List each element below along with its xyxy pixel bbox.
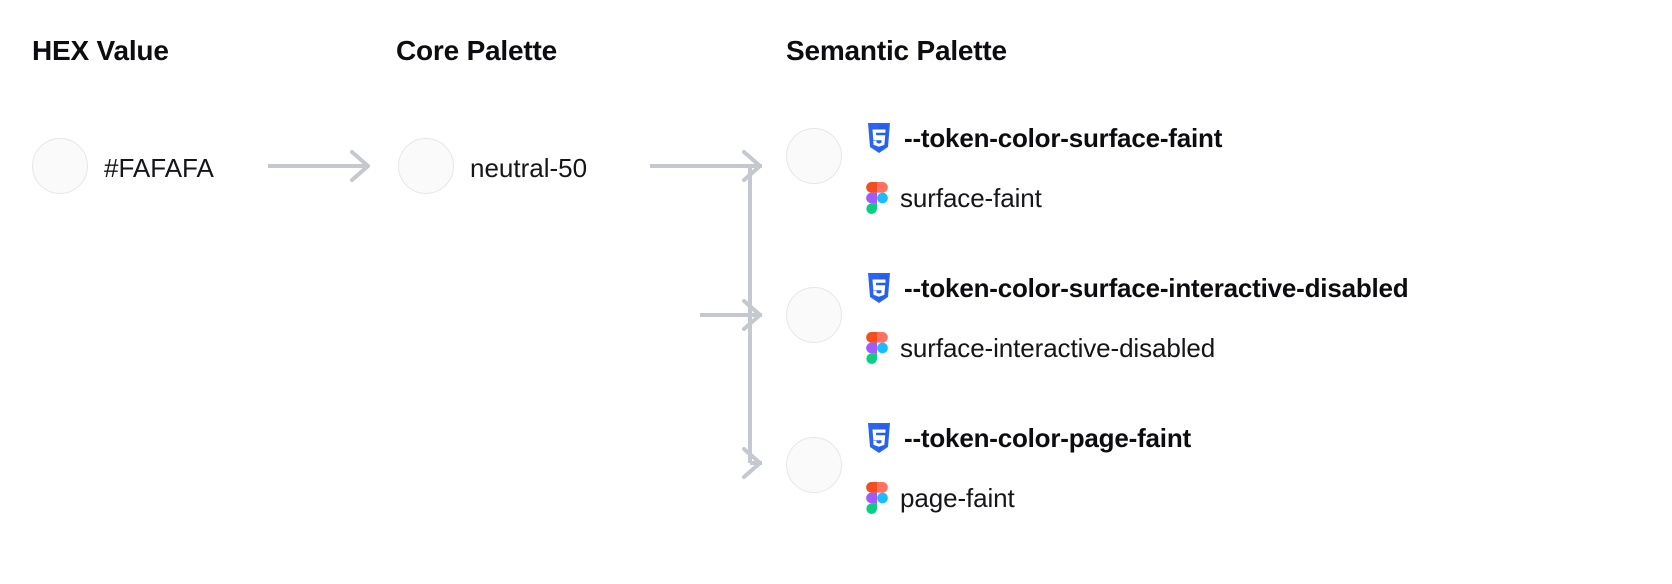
css3-icon [866, 123, 892, 153]
figma-variable-line: page-faint [866, 478, 1191, 518]
swatch-hex-value[interactable] [32, 138, 88, 194]
figma-icon [866, 332, 888, 364]
figma-variable-name: surface-interactive-disabled [900, 332, 1216, 363]
figma-variable-name: page-faint [900, 482, 1015, 513]
css-token-name: --token-color-surface-faint [904, 122, 1223, 153]
figma-variable-name: surface-faint [900, 182, 1042, 213]
core-palette-label: neutral-50 [470, 153, 588, 183]
css-token-name: --token-color-page-faint [904, 422, 1191, 453]
css-token-line: --token-color-page-faint [866, 418, 1191, 458]
swatch-semantic-0[interactable] [786, 128, 842, 184]
branch-1-arrow-head [742, 150, 762, 182]
figma-icon [866, 482, 888, 514]
semantic-token-row: --token-color-surface-interactive-disabl… [866, 268, 1409, 368]
figma-variable-line: surface-faint [866, 178, 1222, 218]
column-header-core-palette: Core Palette [396, 35, 557, 66]
figma-icon [866, 182, 888, 214]
swatch-semantic-1[interactable] [786, 287, 842, 343]
branch-2-arrow-head [742, 299, 762, 331]
css-token-line: --token-color-surface-interactive-disabl… [866, 268, 1409, 308]
semantic-token-row: --token-color-page-faint page-faint [866, 418, 1191, 518]
column-header-hex-value: HEX Value [32, 35, 169, 66]
figma-variable-line: surface-interactive-disabled [866, 328, 1409, 368]
css3-icon [866, 273, 892, 303]
branch-3-arrow-head [742, 447, 762, 479]
swatch-semantic-2[interactable] [786, 437, 842, 493]
css-token-name: --token-color-surface-interactive-disabl… [904, 272, 1409, 303]
swatch-core-palette[interactable] [398, 138, 454, 194]
semantic-token-row: --token-color-surface-faint surface-fain… [866, 118, 1222, 218]
css-token-line: --token-color-surface-faint [866, 118, 1222, 158]
css3-icon [866, 423, 892, 453]
arrow-hex-to-core-head [350, 150, 370, 182]
hex-value-label: #FAFAFA [104, 153, 214, 183]
column-header-semantic-palette: Semantic Palette [786, 35, 1007, 66]
